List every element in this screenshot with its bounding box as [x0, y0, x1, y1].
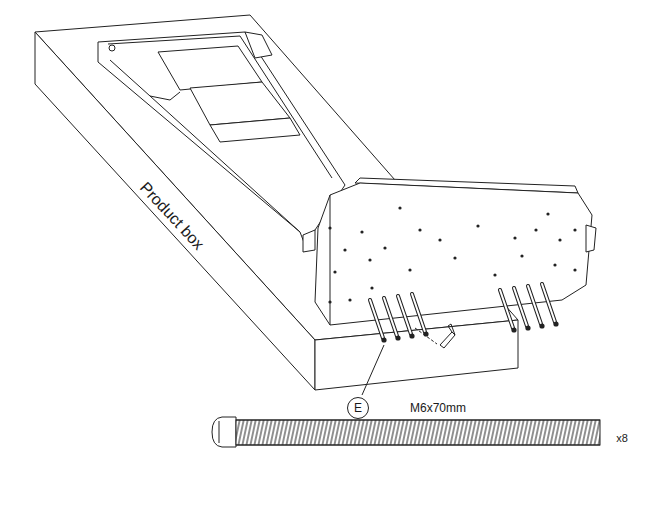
quantity-label: x8	[616, 432, 628, 444]
screw-detail	[212, 417, 600, 447]
hex-key	[415, 324, 455, 348]
bracket-tray	[98, 32, 345, 245]
part-spec: M6x70mm	[410, 402, 466, 415]
callout-letter: E	[354, 402, 362, 414]
leader-line	[362, 345, 384, 395]
callout-circle: E	[347, 397, 369, 419]
end-plate	[303, 178, 596, 325]
screws	[370, 284, 559, 343]
